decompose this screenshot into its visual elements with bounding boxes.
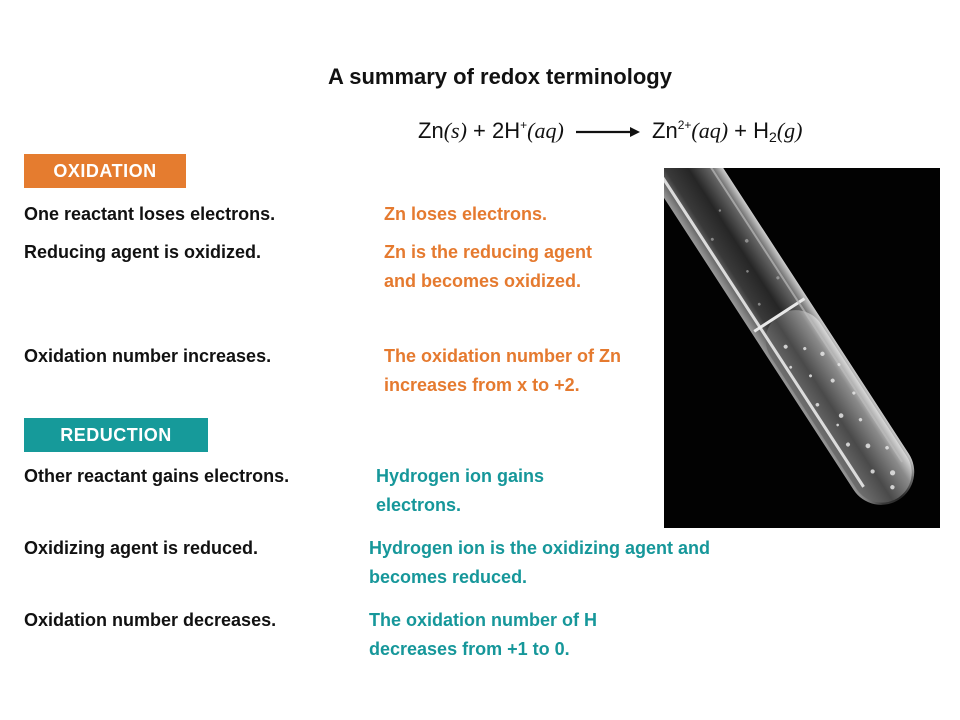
- reduction-example-1: Hydrogen ion gains electrons.: [376, 466, 545, 515]
- product-zn-charge: 2+: [677, 118, 692, 132]
- test-tube-image: [664, 168, 915, 505]
- oxidation-example-1: Zn loses electrons.: [384, 204, 548, 224]
- reaction-equation: Zn(s) + 2H+(aq) Zn2+(aq) + H2(g): [418, 118, 802, 145]
- oxidation-example-2: Zn is the reducing agent and becomes oxi…: [384, 242, 593, 291]
- product-zn-state: (aq): [691, 118, 729, 143]
- product-h2-state: (g): [776, 118, 803, 143]
- page-title: A summary of redox terminology: [328, 64, 672, 89]
- reactant-h-state: (aq): [527, 118, 564, 143]
- test-tube-photo: [664, 168, 940, 528]
- reaction-arrow-icon: [575, 127, 640, 138]
- reduction-example-2: Hydrogen ion is the oxidizing agent and …: [369, 538, 711, 587]
- reactant-zn: Zn: [418, 118, 444, 143]
- product-zn-ion: Zn: [652, 118, 678, 143]
- oxidation-term-1: One reactant loses electrons.: [24, 204, 276, 224]
- oxidation-example-3: The oxidation number of Zn increases fro…: [384, 346, 621, 395]
- reduction-term-1: Other reactant gains electrons.: [24, 466, 290, 486]
- reduction-term-2: Oxidizing agent is reduced.: [24, 538, 259, 558]
- reduction-term-3: Oxidation number decreases.: [24, 610, 277, 630]
- reactant-h-charge: +: [520, 118, 528, 132]
- product-h2: + H: [728, 118, 770, 143]
- reactant-h-ion: + 2H: [466, 118, 521, 143]
- reactant-zn-state: (s): [443, 118, 467, 143]
- oxidation-badge: OXIDATION: [24, 154, 186, 188]
- product-h2-subscript: 2: [769, 129, 777, 145]
- reduction-example-3: The oxidation number of H decreases from…: [369, 610, 597, 659]
- reduction-badge: REDUCTION: [24, 418, 208, 452]
- oxidation-term-3: Oxidation number increases.: [24, 346, 272, 366]
- oxidation-term-2: Reducing agent is oxidized.: [24, 242, 262, 262]
